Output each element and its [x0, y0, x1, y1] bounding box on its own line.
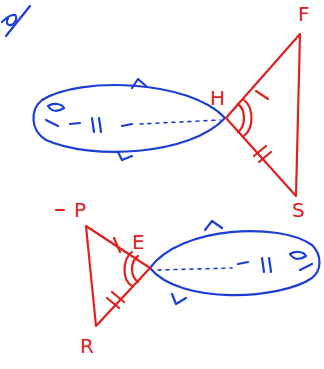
angle-arc	[125, 252, 133, 286]
fish-fin	[205, 221, 222, 230]
tick-mark	[114, 238, 120, 252]
scribble	[2, 15, 16, 25]
fish-eye	[48, 104, 64, 111]
point-label: E	[132, 232, 145, 252]
angle-arc	[132, 256, 138, 282]
point-label: F	[298, 4, 310, 24]
fish-mark	[70, 123, 80, 124]
point-label: P	[74, 200, 86, 220]
triangle	[86, 226, 150, 326]
point-label: H	[210, 88, 225, 108]
triangle	[226, 34, 300, 196]
fish-mouth	[300, 264, 312, 270]
fish-mark	[122, 124, 132, 126]
scribble	[6, 6, 30, 36]
tick-mark	[254, 146, 271, 162]
fish-mark	[238, 262, 248, 264]
fish-body	[150, 231, 320, 295]
dash-mark	[56, 209, 64, 211]
fish-dotted-line	[158, 268, 232, 270]
fish-fin	[132, 79, 146, 88]
fish-dotted-line	[140, 120, 220, 124]
tick-mark	[256, 91, 268, 99]
fish-gill	[92, 118, 101, 132]
tick-mark	[107, 292, 124, 308]
angle-arc	[244, 100, 252, 136]
angle-arc	[238, 104, 244, 132]
point-label: S	[292, 200, 305, 220]
fish-mouth	[46, 120, 58, 126]
point-label: R	[80, 336, 94, 356]
fish-fin	[172, 294, 186, 304]
fish-gill	[262, 258, 271, 272]
fish-body	[33, 85, 225, 152]
fish-eye	[290, 252, 306, 259]
fish-fin	[118, 152, 132, 160]
